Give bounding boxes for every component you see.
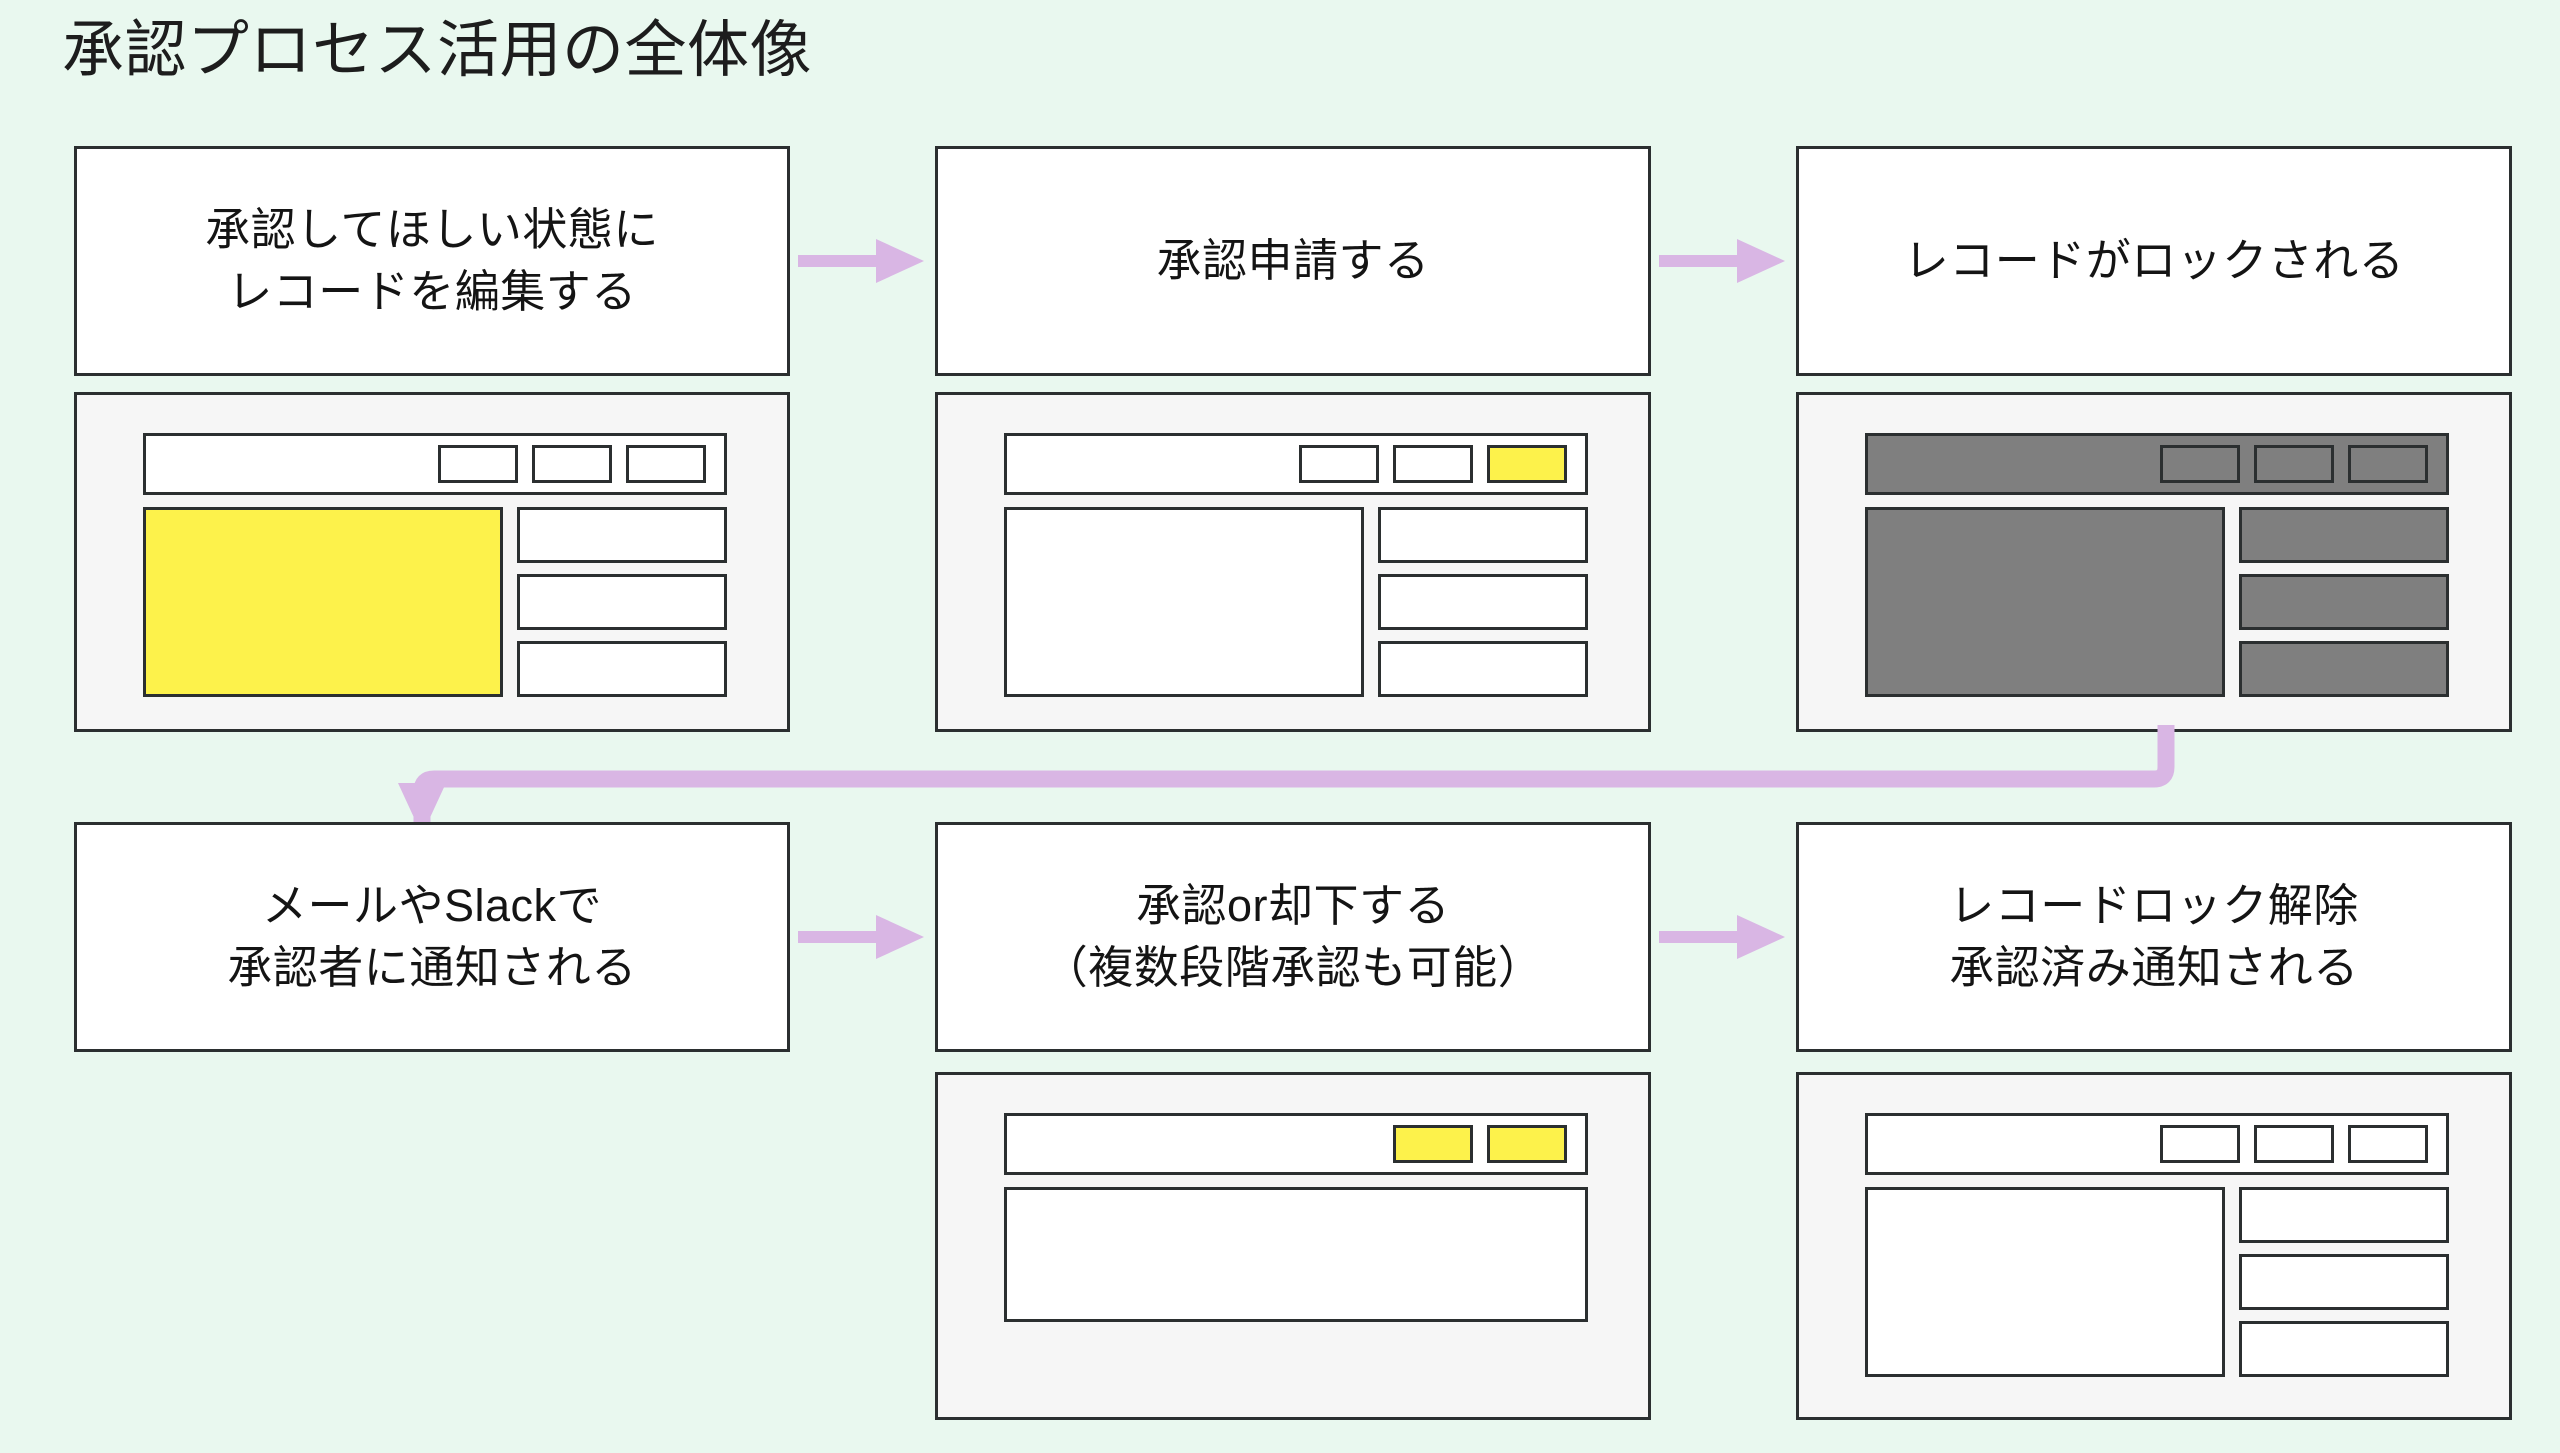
step-label-6: レコードロック解除 承認済み通知される	[1949, 879, 2359, 993]
mockup-3-side-panel-3	[2239, 641, 2449, 697]
mockup-6-side-panel-3	[2239, 1321, 2449, 1377]
mockup-3-side-panel-2	[2239, 574, 2449, 630]
mockup-1	[74, 392, 790, 732]
mockup-3-toolbar	[1865, 433, 2449, 495]
arrow-step5-step6	[1659, 907, 1789, 967]
mockup-5-toolbar-button-approve[interactable]	[1393, 1125, 1473, 1163]
mockup-6-toolbar-button-3[interactable]	[2348, 1125, 2428, 1163]
step-box-4[interactable]: メールやSlackで 承認者に通知される	[74, 822, 790, 1052]
mockup-3	[1796, 392, 2512, 732]
mockup-1-side-panel-1	[517, 507, 727, 563]
step-label-1: 承認してほしい状態に レコードを編集する	[205, 203, 659, 317]
mockup-3-toolbar-button-1	[2160, 445, 2240, 483]
arrow-step4-step5	[798, 907, 928, 967]
arrow-step1-step2	[798, 231, 928, 291]
mockup-1-toolbar	[143, 433, 727, 495]
mockup-6-toolbar	[1865, 1113, 2449, 1175]
step-label-3: レコードがロックされる	[1903, 234, 2405, 286]
mockup-2-main-panel	[1004, 507, 1364, 697]
mockup-1-main-panel	[143, 507, 503, 697]
mockup-6-main-panel	[1865, 1187, 2225, 1377]
mockup-1-toolbar-button-1[interactable]	[438, 445, 518, 483]
mockup-2-toolbar-button-submit[interactable]	[1487, 445, 1567, 483]
mockup-2	[935, 392, 1651, 732]
mockup-5-main-panel	[1004, 1187, 1588, 1322]
mockup-3-side-panel-1	[2239, 507, 2449, 563]
mockup-1-toolbar-button-2[interactable]	[532, 445, 612, 483]
mockup-1-side-panel-3	[517, 641, 727, 697]
mockup-3-toolbar-button-3	[2348, 445, 2428, 483]
mockup-3-toolbar-button-2	[2254, 445, 2334, 483]
step-box-1[interactable]: 承認してほしい状態に レコードを編集する	[74, 146, 790, 376]
mockup-6-side-panel-2	[2239, 1254, 2449, 1310]
mockup-2-toolbar-button-1[interactable]	[1299, 445, 1379, 483]
arrow-step3-step4	[390, 725, 2180, 835]
step-label-2: 承認申請する	[1156, 234, 1430, 286]
mockup-2-toolbar-button-2[interactable]	[1393, 445, 1473, 483]
page-title: 承認プロセス活用の全体像	[62, 16, 813, 85]
mockup-2-toolbar	[1004, 433, 1588, 495]
mockup-1-side-panel-2	[517, 574, 727, 630]
mockup-1-toolbar-button-3[interactable]	[626, 445, 706, 483]
step-box-2[interactable]: 承認申請する	[935, 146, 1651, 376]
step-label-4: メールやSlackで 承認者に通知される	[227, 879, 637, 993]
mockup-6-side-panel-1	[2239, 1187, 2449, 1243]
step-box-6[interactable]: レコードロック解除 承認済み通知される	[1796, 822, 2512, 1052]
mockup-2-side-panel-1	[1378, 507, 1588, 563]
step-box-5[interactable]: 承認or却下する （複数段階承認も可能）	[935, 822, 1651, 1052]
mockup-6-toolbar-button-2[interactable]	[2254, 1125, 2334, 1163]
arrow-step2-step3	[1659, 231, 1789, 291]
mockup-2-side-panel-2	[1378, 574, 1588, 630]
mockup-5-toolbar-button-reject[interactable]	[1487, 1125, 1567, 1163]
mockup-3-main-panel	[1865, 507, 2225, 697]
mockup-2-side-panel-3	[1378, 641, 1588, 697]
step-box-3[interactable]: レコードがロックされる	[1796, 146, 2512, 376]
step-label-5: 承認or却下する （複数段階承認も可能）	[1042, 879, 1544, 993]
mockup-6	[1796, 1072, 2512, 1420]
mockup-6-toolbar-button-1[interactable]	[2160, 1125, 2240, 1163]
mockup-5-toolbar	[1004, 1113, 1588, 1175]
mockup-5	[935, 1072, 1651, 1420]
